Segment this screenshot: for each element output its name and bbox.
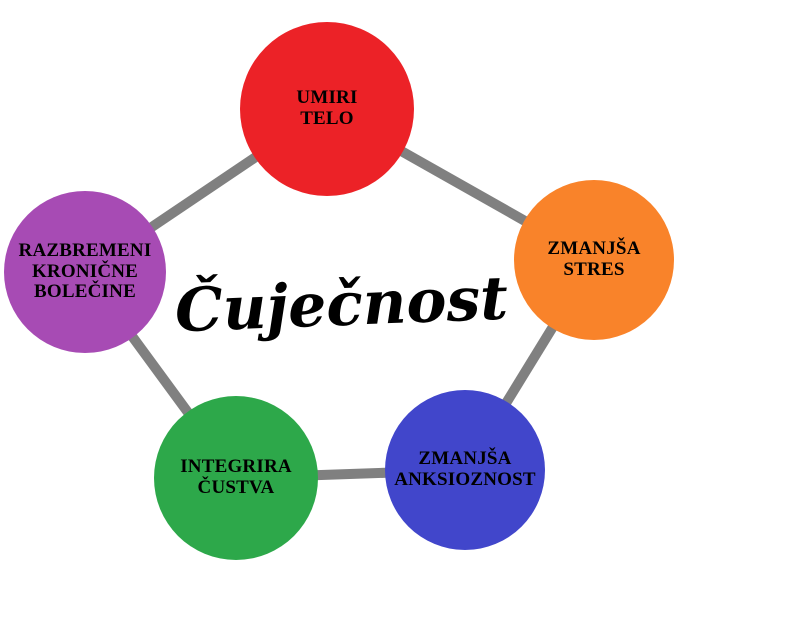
node-razbremeni-kronicne-bolecine[interactable]: RAZBREMENI KRONIČNE BOLEČINE <box>4 191 166 353</box>
connector-zmanjsa-stres-to-zmanjsa-anksioznost <box>500 322 559 408</box>
node-umiri-telo[interactable]: UMIRI TELO <box>240 22 414 196</box>
connector-razbremeni-kronicne-bolecine-to-umiri-telo <box>146 151 261 234</box>
node-zmanjsa-anksioznost[interactable]: ZMANJŠA ANKSIOZNOST <box>385 390 545 550</box>
node-integrira-custva[interactable]: INTEGRIRA ČUSTVA <box>154 396 318 560</box>
node-label-razbremeni-kronicne-bolecine: RAZBREMENI KRONIČNE BOLEČINE <box>18 240 152 303</box>
node-label-zmanjsa-anksioznost: ZMANJŠA ANKSIOZNOST <box>394 448 536 490</box>
node-label-integrira-custva: INTEGRIRA ČUSTVA <box>180 456 292 498</box>
connector-zmanjsa-anksioznost-to-integrira-custva <box>313 467 390 481</box>
connector-integrira-custva-to-razbremeni-kronicne-bolecine <box>126 331 194 419</box>
node-label-zmanjsa-stres: ZMANJŠA STRES <box>547 238 641 280</box>
node-label-umiri-telo: UMIRI TELO <box>296 87 358 129</box>
node-zmanjsa-stres[interactable]: ZMANJŠA STRES <box>514 180 674 340</box>
connector-umiri-telo-to-zmanjsa-stres <box>396 145 531 227</box>
